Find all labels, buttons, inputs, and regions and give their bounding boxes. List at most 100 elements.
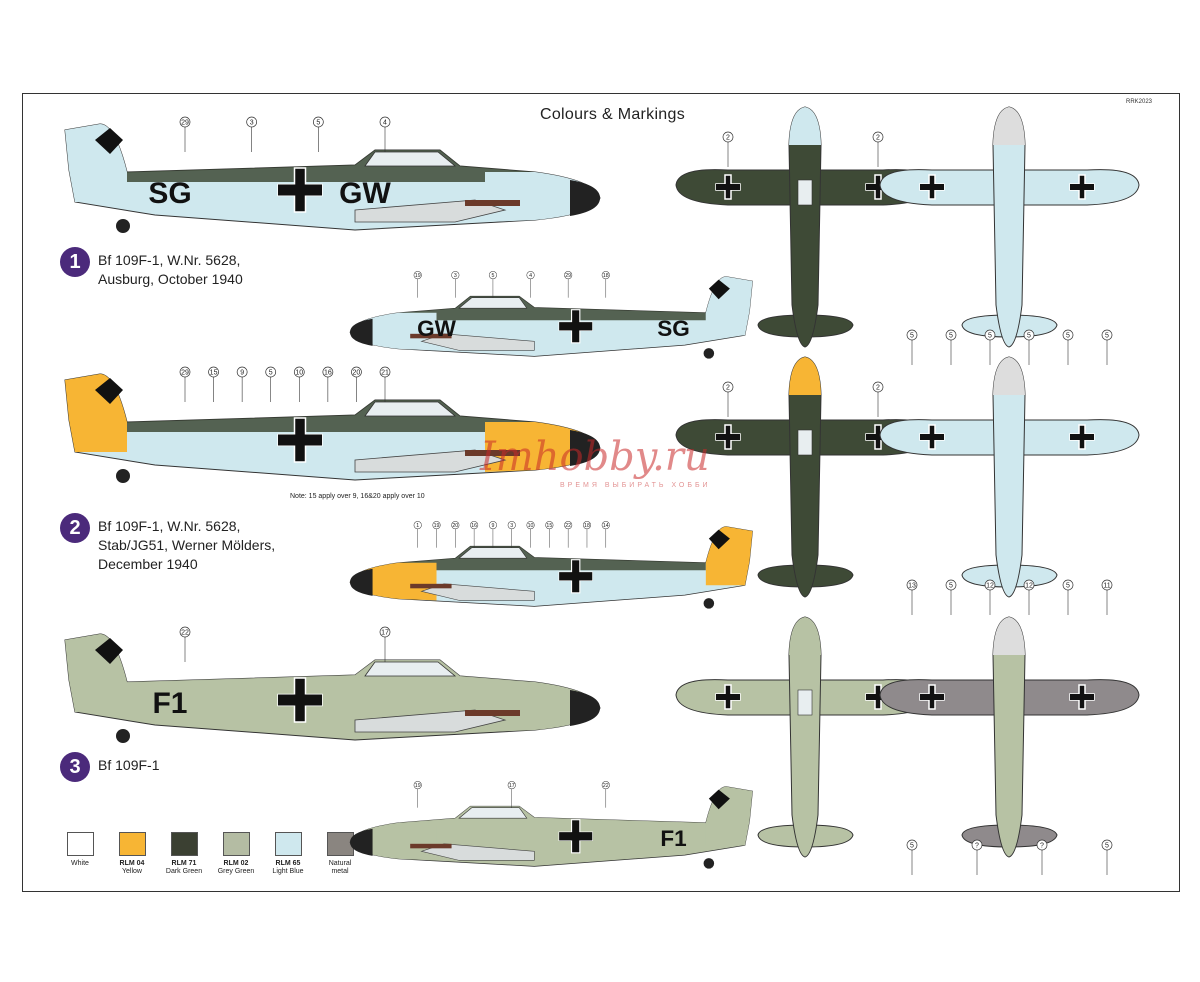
scheme-number: 2 xyxy=(60,513,90,543)
callout-number: 2 xyxy=(726,385,730,392)
callout-number: 9 xyxy=(491,523,494,529)
balkenkreuz xyxy=(716,184,740,190)
callout-number: 11 xyxy=(1103,583,1110,590)
callout-circle xyxy=(246,116,258,128)
balkenkreuz xyxy=(866,184,890,190)
callout-number: 19 xyxy=(434,523,440,529)
callout-number: 4 xyxy=(383,120,387,127)
callout-number: 29 xyxy=(565,273,571,279)
swatch-name: White xyxy=(71,860,89,867)
swatch-color xyxy=(222,832,250,856)
swatch-name: Light Blue xyxy=(272,868,304,875)
exhaust xyxy=(465,200,520,206)
callout-number: 5 xyxy=(316,120,320,127)
balkenkreuz xyxy=(866,434,890,440)
callout-circle xyxy=(1036,839,1048,851)
callout-number: 18 xyxy=(584,523,590,529)
note-text: Note: 15 apply over 9, 16&20 apply over … xyxy=(290,493,425,500)
balkenkreuz xyxy=(1070,434,1094,440)
swatch-color xyxy=(118,832,146,856)
callout-number: 19 xyxy=(415,783,421,789)
canopy xyxy=(797,179,813,206)
callout-number: 22 xyxy=(181,630,189,637)
balkenkreuz xyxy=(716,694,740,700)
swastika-area xyxy=(708,529,730,550)
callout-circle xyxy=(312,116,324,128)
canopy xyxy=(797,689,813,716)
topside-view xyxy=(675,616,936,858)
canopy xyxy=(458,547,528,559)
callout-number: 15 xyxy=(210,370,218,377)
callout-circle xyxy=(293,366,305,378)
exhaust xyxy=(410,843,452,849)
swastika-area xyxy=(95,378,123,404)
callout-number: 22 xyxy=(603,783,609,789)
swatch-name: Grey Green xyxy=(217,868,255,875)
callout-circle xyxy=(722,131,734,143)
callout-number: 12 xyxy=(986,583,994,590)
callout-circle xyxy=(906,839,918,851)
sheet-frame xyxy=(22,93,1180,892)
callout-number: 5 xyxy=(1105,843,1109,850)
watermark-tagline: ВРЕМЯ ВЫБИРАТЬ ХОББИ xyxy=(560,482,711,489)
exhaust xyxy=(410,333,452,339)
swatch-color xyxy=(326,832,354,856)
callout-number: 16 xyxy=(471,523,477,529)
callout-number: 2 xyxy=(876,385,880,392)
canopy xyxy=(458,807,528,819)
swatch-color xyxy=(274,832,302,856)
balkenkreuz xyxy=(278,694,322,706)
scheme-number: 1 xyxy=(60,247,90,277)
fuselage-code: GW xyxy=(417,316,457,341)
callout-number: 5 xyxy=(949,333,953,340)
callout-circle xyxy=(601,271,610,280)
tailwheel xyxy=(703,348,715,359)
nose xyxy=(789,107,821,145)
swatch-code: RLM 71 xyxy=(171,860,197,867)
balkenkreuz xyxy=(866,694,890,700)
balkenkreuz xyxy=(1070,694,1094,700)
swastika-area xyxy=(708,279,730,300)
callout-circle xyxy=(179,366,191,378)
callout-circle xyxy=(601,781,610,790)
upper-camouflage xyxy=(127,660,535,692)
fuselage-code: F1 xyxy=(660,826,686,851)
aircraft xyxy=(64,123,601,233)
callout-circle xyxy=(906,579,918,591)
callout-number: 3 xyxy=(250,120,254,127)
fuselage-code: SG xyxy=(148,177,191,210)
swastika-area xyxy=(95,638,123,664)
canopy xyxy=(364,661,457,677)
swatch-name: Dark Green xyxy=(165,868,203,875)
aircraft xyxy=(349,276,753,359)
balkenkreuz xyxy=(559,832,593,841)
swatch-code: RLM 02 xyxy=(223,860,249,867)
tailwheel xyxy=(703,858,715,869)
callout-number: 5 xyxy=(1066,583,1070,590)
callout-number: 10 xyxy=(528,523,534,529)
callout-number: 19 xyxy=(415,273,421,279)
callout-circle xyxy=(564,521,573,530)
balkenkreuz xyxy=(920,434,944,440)
callout-circle xyxy=(872,381,884,393)
callout-number: 29 xyxy=(181,120,189,127)
scheme-line: Stab/JG51, Werner Mölders, xyxy=(98,537,276,553)
swatch-color xyxy=(66,832,94,856)
upper-camouflage xyxy=(127,400,535,432)
aircraft xyxy=(64,373,601,483)
callout-circle xyxy=(179,116,191,128)
aircraft xyxy=(349,526,753,609)
callout-number: 17 xyxy=(381,630,389,637)
callout-number: 29 xyxy=(181,370,189,377)
callout-number: ? xyxy=(975,843,979,850)
scheme-line: Bf 109F-1, W.Nr. 5628, xyxy=(98,252,241,268)
